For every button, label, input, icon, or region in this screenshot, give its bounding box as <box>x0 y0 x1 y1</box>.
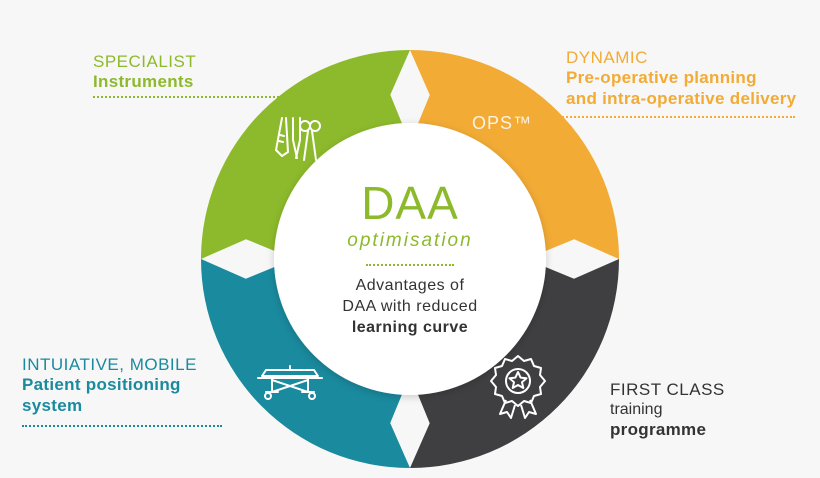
center-line-2: DAA with reduced <box>342 297 478 315</box>
award-rosette-icon <box>490 355 546 419</box>
center-circle <box>274 123 546 395</box>
segment-intuitive <box>201 259 410 468</box>
label-dynamic-bold-1: Pre-operative planning <box>566 68 757 88</box>
center-divider <box>366 264 454 266</box>
label-dynamic-kicker: DYNAMIC <box>566 48 648 67</box>
leader-line-specialist <box>93 96 283 98</box>
label-intuitive-bold-2: system <box>22 395 83 415</box>
center-subtitle: optimisation <box>347 230 473 251</box>
label-intuitive-kicker: INTUIATIVE, MOBILE <box>22 355 197 374</box>
surgical-instruments-icon <box>275 117 321 161</box>
label-first-class: FIRST CLASS training programme <box>610 380 725 440</box>
label-specialist-kicker: SPECIALIST <box>93 52 197 71</box>
label-specialist: SPECIALIST Instruments <box>93 52 196 93</box>
leader-line-dynamic <box>555 116 795 118</box>
ops-logo: OPS™ <box>472 113 533 133</box>
label-dynamic-bold-2: and intra-operative delivery <box>566 88 797 108</box>
label-first-class-bold: programme <box>610 419 707 439</box>
leader-line-intuitive <box>22 425 222 427</box>
label-specialist-bold: Instruments <box>93 72 194 92</box>
label-dynamic: DYNAMIC Pre-operative planning and intra… <box>566 48 796 109</box>
center-line-3: learning curve <box>351 318 469 336</box>
label-first-class-plain: training <box>610 401 663 419</box>
center-title: DAA <box>361 177 459 229</box>
center-line-1: Advantages of <box>355 277 465 294</box>
label-intuitive: INTUIATIVE, MOBILE Patient positioning s… <box>22 355 197 416</box>
segment-first-class <box>410 259 619 468</box>
center-text: DAA optimisation Advantages of DAA with … <box>290 180 530 338</box>
label-intuitive-bold-1: Patient positioning <box>22 375 181 395</box>
segment-dynamic <box>410 50 619 259</box>
label-first-class-kicker: FIRST CLASS <box>610 380 725 399</box>
patient-stretcher-icon <box>257 365 323 400</box>
